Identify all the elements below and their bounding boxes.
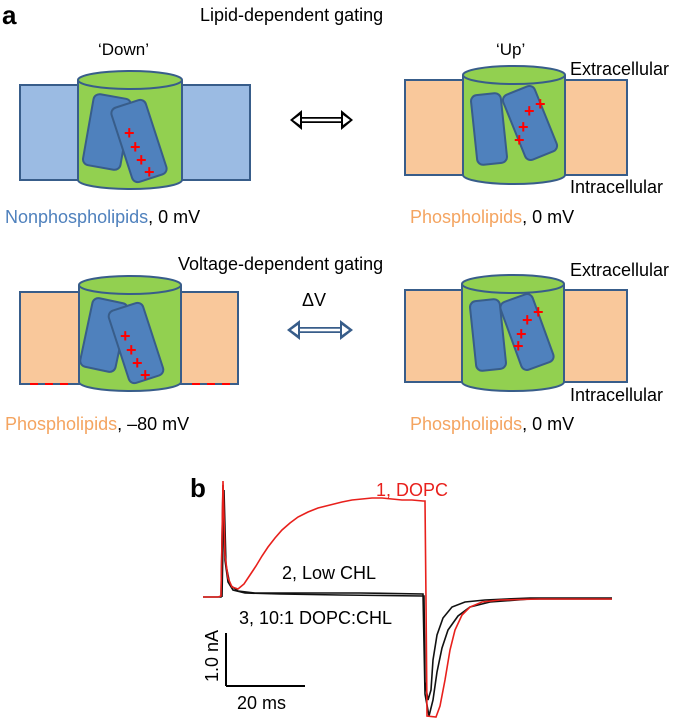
caption-phospholipids-80mv: Phospholipids, –80 mV [5, 414, 189, 434]
intracellular-label-bottom: Intracellular [570, 385, 663, 405]
svg-text:+: + [132, 353, 143, 373]
caption-phospholipids-0mv: Phospholipids, 0 mV [410, 414, 574, 434]
channel-up-phospholipid: ++++ [404, 65, 628, 185]
state-down-label: ‘Down’ [98, 40, 149, 59]
current-traces [203, 480, 612, 718]
svg-text:+: + [518, 117, 529, 137]
scale-bars [225, 633, 305, 687]
extracellular-label-bottom: Extracellular [570, 260, 669, 280]
svg-text:+: + [130, 137, 141, 157]
svg-text:+: + [144, 162, 155, 182]
svg-text:+: + [522, 310, 533, 330]
svg-text:+: + [140, 365, 151, 385]
panel-a-label: a [2, 0, 17, 30]
voltage-sensor [110, 98, 168, 184]
caption-phospholipids-top: Phospholipids, 0 mV [410, 207, 574, 227]
channel-top [78, 275, 182, 295]
scale-label-time: 20 ms [237, 693, 286, 713]
channel-down-nonphospholipid: ++++ [19, 70, 251, 190]
svg-text:+: + [513, 336, 524, 356]
svg-text:+: + [126, 340, 137, 360]
voltage-gating-title: Voltage-dependent gating [178, 254, 383, 274]
svg-text:+: + [516, 324, 527, 344]
intracellular-label: Intracellular [570, 177, 663, 197]
gating-charges: ++++ [124, 123, 155, 182]
svg-text:+: + [535, 94, 546, 114]
trace-dopc [203, 480, 612, 718]
caption-nonphospholipids: Nonphospholipids, 0 mV [5, 207, 200, 227]
svg-text:+: + [124, 123, 135, 143]
label-low-chl: 2, Low CHL [282, 563, 376, 583]
svg-text:+: + [514, 130, 525, 150]
lipid-gating-title: Lipid-dependent gating [200, 5, 383, 25]
channel-down-phospholipid: ++++ [19, 275, 239, 392]
voltage-sensor [501, 84, 559, 162]
voltage-sensor [499, 293, 555, 371]
channel-top [77, 70, 183, 90]
svg-text:+: + [136, 150, 147, 170]
voltage-sensor [107, 301, 165, 385]
label-dopc: 1, DOPC [376, 480, 448, 500]
scale-label-current: 1.0 nA [202, 630, 222, 682]
sensor-segment [470, 92, 508, 166]
equilibrium-arrow [290, 110, 353, 130]
sensor-segment [469, 298, 507, 372]
channel-up-phospholipid-0mv: ++++ [404, 274, 628, 392]
svg-text:+: + [120, 326, 131, 346]
extracellular-label: Extracellular [570, 59, 669, 79]
gating-charges: ++++ [513, 302, 544, 356]
gating-charges: ++++ [120, 326, 151, 385]
delta-v-label: ΔV [302, 290, 326, 310]
channel-top [462, 65, 566, 85]
label-10to1: 3, 10:1 DOPC:CHL [239, 608, 392, 628]
panel-b-label: b [190, 473, 206, 503]
channel-top [461, 274, 565, 294]
svg-text:+: + [524, 101, 535, 121]
trace-low-chl [221, 489, 612, 717]
svg-text:+: + [533, 302, 544, 322]
state-up-label: ‘Up’ [496, 40, 525, 59]
gating-charges: ++++ [514, 94, 546, 150]
delta-v-arrow [287, 320, 353, 340]
